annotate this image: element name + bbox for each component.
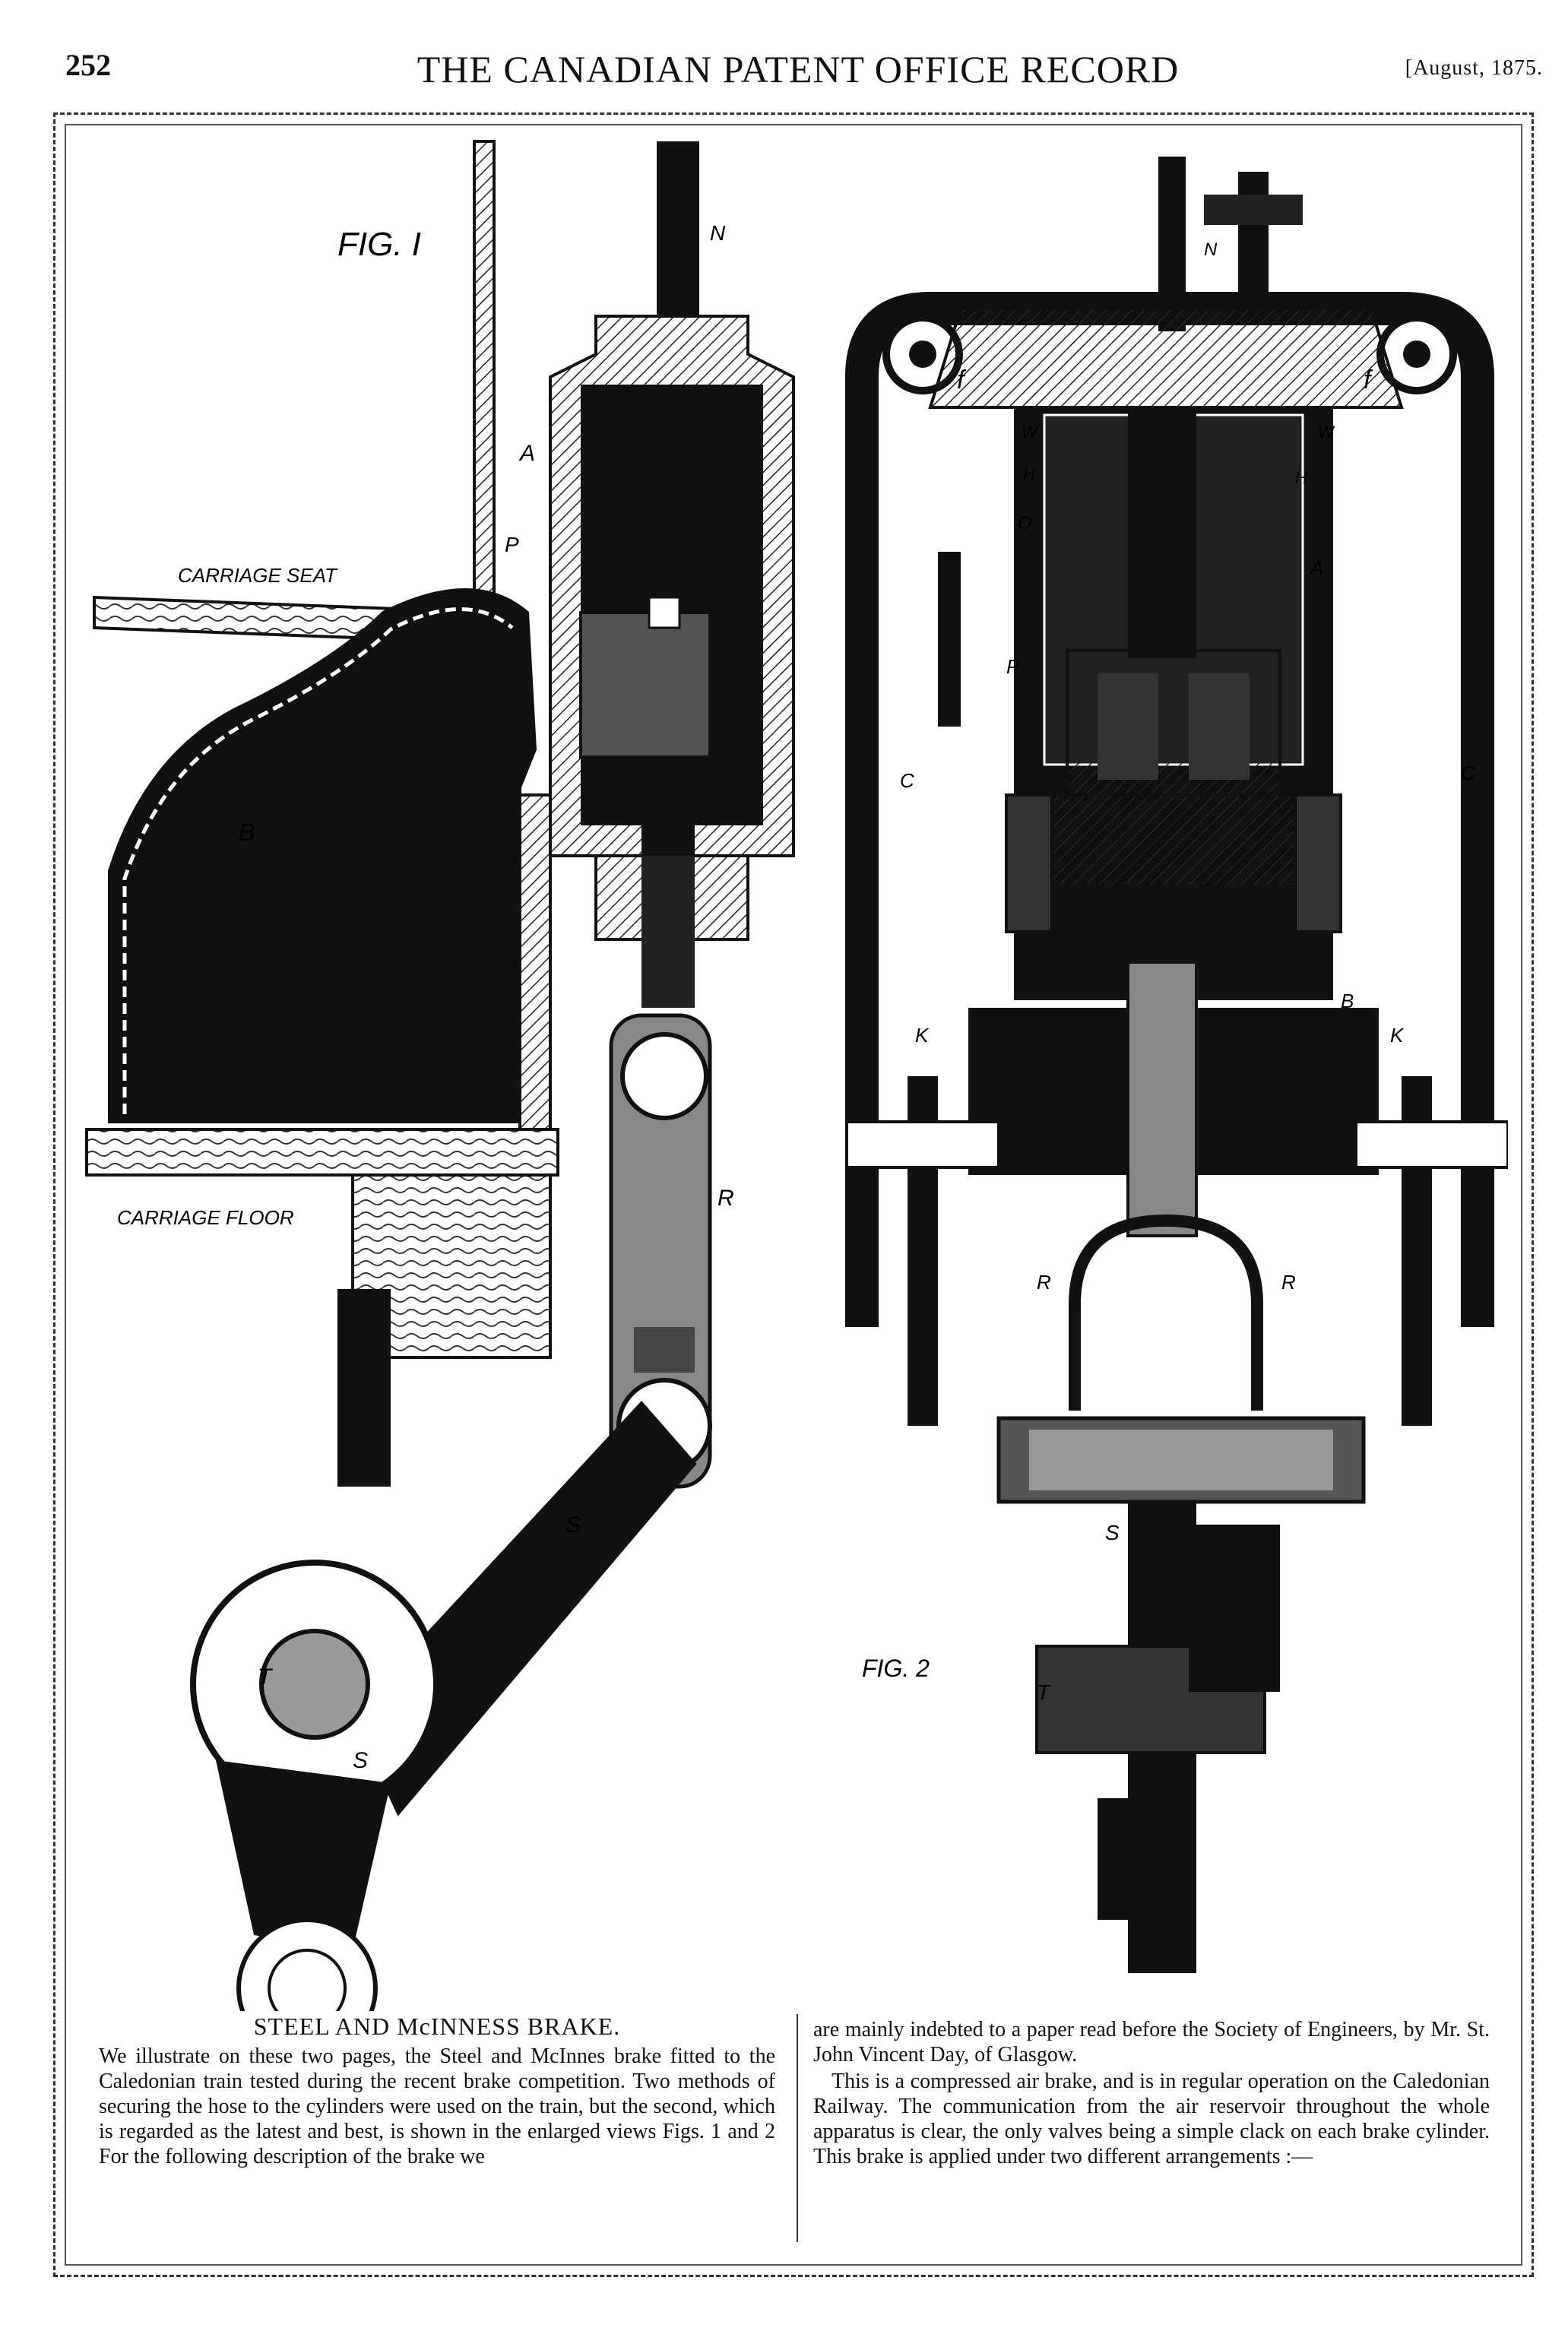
fig2-label-a: A [1309, 556, 1323, 579]
fig2-label-w1: W [1022, 423, 1039, 442]
article-title: STEEL AND McINNESS BRAKE. [253, 2013, 621, 2040]
fig1-label-r: R [717, 1186, 734, 1211]
figure-frame-inner [65, 124, 1522, 2266]
fig2-label-s: S [1105, 1521, 1120, 1544]
fig2-label-r2: R [1281, 1271, 1296, 1294]
article-right-column: are mainly indebted to a paper read befo… [813, 2017, 1490, 2169]
fig1-label-b: B [239, 819, 255, 846]
column-divider [797, 2014, 798, 2242]
brake-illustration: FIG. I CARRIAGE SEAT CARRIAGE FLOOR N A … [64, 126, 1508, 2011]
article-paragraph-2: are mainly indebted to a paper read befo… [813, 2018, 1490, 2067]
fig2-label-k2: K [1390, 1024, 1405, 1047]
fig2-label-b: B [1341, 990, 1354, 1012]
fig2-label-c2: C [1461, 762, 1475, 784]
fig1-drawing [85, 140, 795, 2011]
page-header: 252 THE CANADIAN PATENT OFFICE RECORD [A… [53, 47, 1543, 100]
fig2-label-k1: K [915, 1024, 930, 1047]
fig1-label-s2: S [353, 1748, 368, 1773]
fig1-label-carriage-seat: CARRIAGE SEAT [178, 564, 338, 587]
fig1-label-n: N [710, 221, 726, 245]
fig2-label-r1: R [1037, 1271, 1051, 1294]
fig2-drawing [845, 157, 1508, 1973]
fig2-label-w2: W [1318, 423, 1335, 442]
fig2-label-p: P [1006, 655, 1020, 678]
fig2-label-h1: H [1023, 464, 1035, 483]
fig1-label-carriage-floor: CARRIAGE FLOOR [117, 1206, 294, 1229]
fig1-title: FIG. I [337, 226, 421, 263]
fig1-label-t: T [258, 1664, 274, 1690]
figure-frame [53, 112, 1534, 2277]
fig2-label-c1: C [900, 769, 914, 792]
fig2-label-o: O [1018, 513, 1032, 534]
fig2-title: FIG. 2 [862, 1655, 930, 1682]
fig2-label-t: T [1037, 1680, 1051, 1704]
fig2-label-h2: H [1295, 468, 1307, 487]
article-paragraph-3: This is a compressed air brake, and is i… [813, 2070, 1490, 2168]
journal-title: THE CANADIAN PATENT OFFICE RECORD [417, 48, 1180, 90]
fig1-label-p: P [505, 533, 519, 556]
article-paragraph-1: We illustrate on these two pages, the St… [99, 2044, 775, 2168]
article-left-column: STEEL AND McINNESS BRAKE. We illustrate … [99, 2014, 775, 2169]
article: STEEL AND McINNESS BRAKE. We illustrate … [99, 2014, 1497, 2250]
fig1-label-a: A [518, 441, 535, 466]
fig1-label-s1: S [565, 1512, 581, 1538]
fig2-label-n: N [1204, 239, 1218, 260]
page-number: 252 [65, 48, 111, 82]
issue-date: [August, 1875. [1405, 56, 1543, 80]
